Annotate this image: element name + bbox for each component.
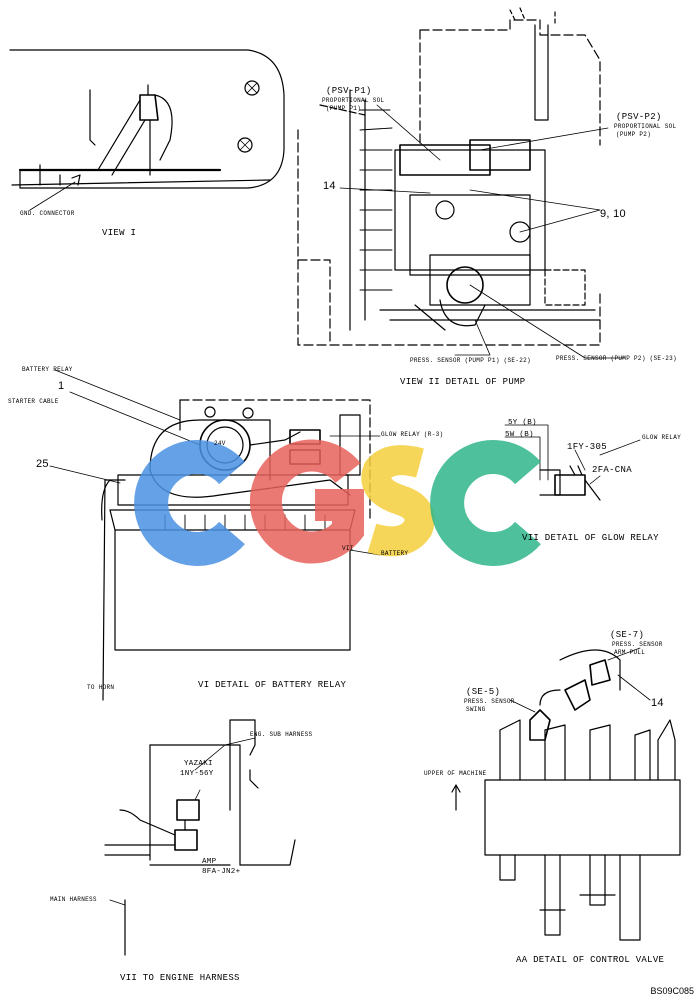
watermark-letter-c1 <box>134 440 245 566</box>
watermark-letter-c2 <box>430 440 541 566</box>
se-7-label: (SE-7) <box>610 630 645 640</box>
to-horn-label: TO HORN <box>87 684 115 691</box>
gnd-connector-label: GND. CONNECTOR <box>20 210 75 217</box>
item-14-pump: 14 <box>323 180 336 192</box>
battery-relay-label: BATTERY RELAY <box>22 366 73 373</box>
view-7-drawing <box>504 424 641 501</box>
watermark-letter-g <box>249 439 364 564</box>
battery-label: BATTERY <box>381 550 409 557</box>
se-7-desc-1: PRESS. SENSOR <box>612 641 663 648</box>
glow-relay-label: GLOW RELAY <box>642 434 682 441</box>
se-7-desc-2: ARM PULL <box>614 649 646 656</box>
connector-1fy-305: 1FY-305 <box>567 442 607 452</box>
view-aa-drawing <box>451 647 681 941</box>
item-1: 1 <box>58 380 65 392</box>
psv-p1-desc-2: (PUMP P1) <box>326 105 362 112</box>
yazaki-label-2: 1NY-56Y <box>180 770 214 778</box>
watermark-letter-s <box>361 445 435 557</box>
relay-voltage-label: 24V <box>214 440 226 447</box>
sensor-p1-label: PRESS. SENSOR (PUMP P1) (SE-22) <box>410 357 531 364</box>
psv-p2-desc-2: (PUMP P2) <box>616 131 652 138</box>
psv-p2-desc-1: PROPORTIONAL SOL <box>614 123 677 130</box>
item-25: 25 <box>36 458 49 470</box>
view-6-title: VI DETAIL OF BATTERY RELAY <box>198 680 347 690</box>
main-harness-label: MAIN HARNESS <box>50 896 97 903</box>
view-2-title: VIEW II DETAIL OF PUMP <box>400 377 526 387</box>
view-8-drawing <box>104 719 296 956</box>
connector-2fa-cna: 2FA-CNA <box>592 465 632 475</box>
se-5-label: (SE-5) <box>466 687 501 697</box>
view-7-title: VII DETAIL OF GLOW RELAY <box>522 533 659 543</box>
view-1-drawing <box>9 49 285 211</box>
starter-cable-label: STARTER CABLE <box>8 398 59 405</box>
se-5-desc-2: SWING <box>466 706 486 713</box>
amp-label-1: AMP <box>202 858 217 866</box>
psv-p1-label: (PSV-P1) <box>326 86 372 96</box>
view-2-drawing <box>297 7 626 359</box>
psv-p2-label: (PSV-P2) <box>616 112 662 122</box>
eng-sub-harness-label: ENG. SUB HARNESS <box>250 731 313 738</box>
wire-5y-label: 5Y (B) <box>508 419 537 427</box>
mark-vii: VII <box>342 545 354 552</box>
amp-label-2: 8FA-JN2+ <box>202 868 241 876</box>
item-14-valve: 14 <box>651 697 664 709</box>
upper-of-machine-label: UPPER OF MACHINE <box>424 770 487 777</box>
wire-5w-label: 5W (B) <box>505 431 534 439</box>
item-9-10: 9, 10 <box>600 208 626 220</box>
view-aa-title: AA DETAIL OF CONTROL VALVE <box>516 955 665 965</box>
se-5-desc-1: PRESS. SENSOR <box>464 698 515 705</box>
sensor-p2-label: PRESS. SENSOR (PUMP P2) (SE-23) <box>556 355 677 362</box>
yazaki-label-1: YAZAKI <box>184 760 213 768</box>
drawing-code: BS09C085 <box>650 986 694 996</box>
psv-p1-desc-1: PROPORTIONAL SOL <box>322 97 385 104</box>
view-1-title: VIEW I <box>102 228 137 238</box>
glow-relay-r3-label: GLOW RELAY (R-3) <box>381 431 444 438</box>
view-8-title: VII TO ENGINE HARNESS <box>120 973 240 983</box>
view-6-drawing <box>49 369 381 701</box>
